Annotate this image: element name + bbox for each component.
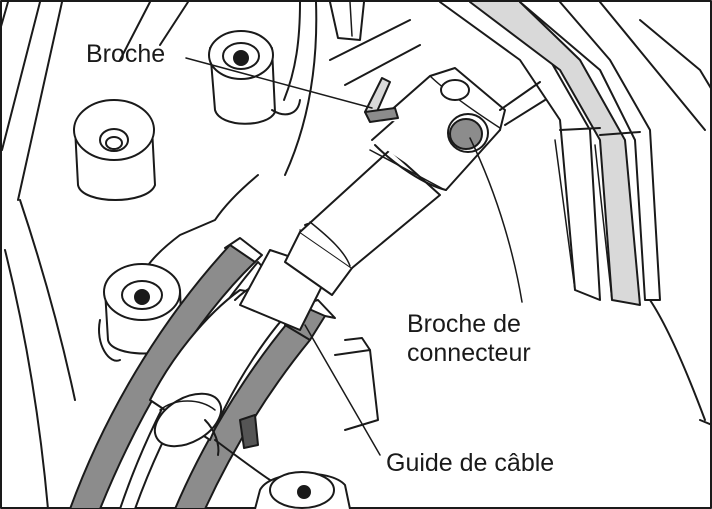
label-broche: Broche	[86, 40, 166, 68]
label-guide-de-cable: Guide de câble	[386, 449, 555, 477]
connector-plug	[239, 67, 546, 331]
hollow-boss-left	[73, 99, 156, 201]
top-bracket	[329, 1, 365, 41]
label-broche-de-connecteur-line2: connecteur	[407, 339, 531, 367]
leader-guide-cable	[304, 324, 381, 456]
side-plates	[439, 1, 712, 426]
leader-lines	[185, 57, 523, 456]
housing-lines	[0, 1, 421, 509]
mounting-boss-bottom-right	[254, 471, 351, 509]
leader-broche	[185, 57, 373, 109]
leader-broche-connecteur	[469, 137, 523, 303]
small-pin	[364, 77, 399, 123]
connector-pin	[447, 113, 489, 153]
label-broche-de-connecteur-line1: Broche de	[407, 310, 521, 338]
label-broche-de-connecteur: Broche de connecteur	[407, 310, 531, 368]
mounting-boss-top	[208, 30, 301, 125]
